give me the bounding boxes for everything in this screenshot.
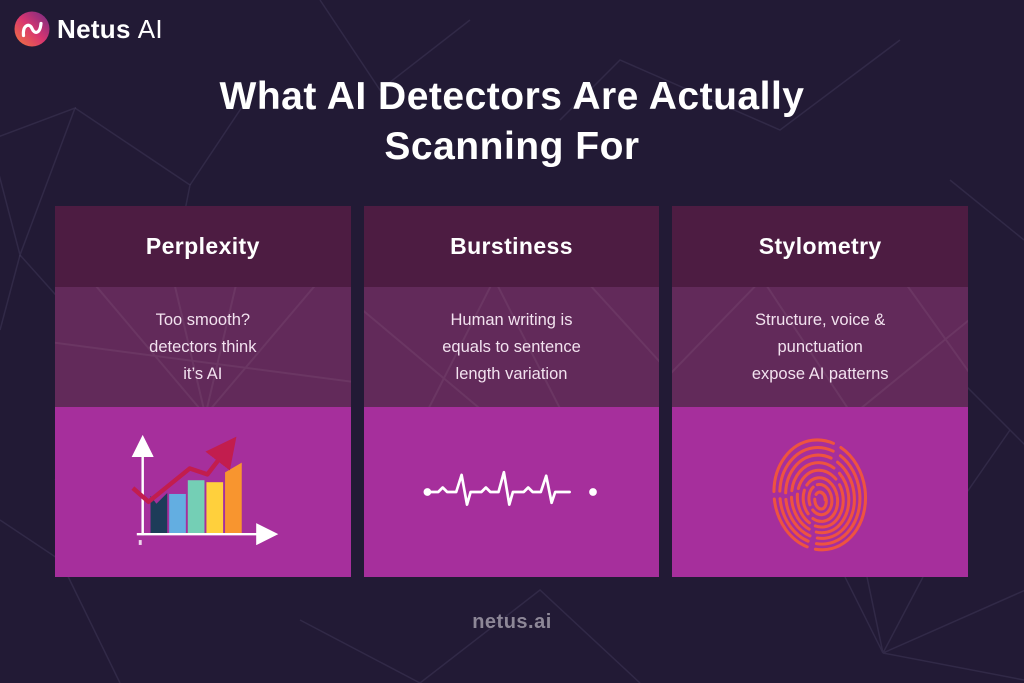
pulse-line-icon xyxy=(423,470,597,506)
desc-line: expose AI patterns xyxy=(751,364,889,383)
card-stylometry: Stylometry Structure, voice & punctuatio… xyxy=(672,206,969,577)
card-burstiness-header: Burstiness xyxy=(363,206,660,287)
page-title-line1: What AI Detectors Are Actually xyxy=(219,75,805,118)
fingerprint-icon xyxy=(772,438,868,552)
desc-line: length variation xyxy=(455,364,568,383)
footer-website: netus.ai xyxy=(472,611,552,633)
brand-logo: Netus AI xyxy=(14,11,163,47)
mesh-overlay xyxy=(55,287,351,407)
desc-line: Human writing is xyxy=(450,310,573,329)
desc-line: Too smooth? xyxy=(155,310,251,329)
card-burstiness: Burstiness Human writing is equals to se… xyxy=(363,206,660,577)
card-burstiness-title: Burstiness xyxy=(450,233,573,259)
mesh-overlay xyxy=(363,287,660,407)
mesh-overlay xyxy=(672,287,968,407)
brand-name: Netus AI xyxy=(57,14,163,45)
page-title: What AI Detectors Are Actually Scanning … xyxy=(0,72,1024,172)
card-perplexity-description: Too smooth? detectors think it’s AI xyxy=(55,287,351,407)
netus-wave-logo-icon xyxy=(14,11,50,47)
brand-name-netus: Netus xyxy=(57,13,131,44)
card-stylometry-description: Structure, voice & punctuation expose AI… xyxy=(672,287,969,407)
card-perplexity: Perplexity Too smooth? detectors think i… xyxy=(55,206,351,577)
card-burstiness-icon-area xyxy=(363,407,660,577)
desc-line: punctuation xyxy=(777,337,863,356)
bar-chart-growth-icon xyxy=(131,434,279,546)
card-perplexity-header: Perplexity xyxy=(55,206,351,287)
desc-line: it’s AI xyxy=(183,364,223,383)
desc-line: equals to sentence xyxy=(442,337,581,356)
desc-line: detectors think xyxy=(149,337,257,356)
card-burstiness-description: Human writing is equals to sentence leng… xyxy=(363,287,660,407)
desc-line: Structure, voice & xyxy=(755,310,886,329)
brand-name-ai: AI xyxy=(137,13,163,44)
card-perplexity-title: Perplexity xyxy=(145,233,260,259)
card-stylometry-title: Stylometry xyxy=(758,233,882,259)
cards-row: Perplexity Too smooth? detectors think i… xyxy=(55,206,969,577)
card-stylometry-header: Stylometry xyxy=(672,206,969,287)
card-stylometry-icon-area xyxy=(672,407,969,577)
card-perplexity-icon-area xyxy=(55,407,351,577)
page-title-line2: Scanning For xyxy=(384,125,640,168)
